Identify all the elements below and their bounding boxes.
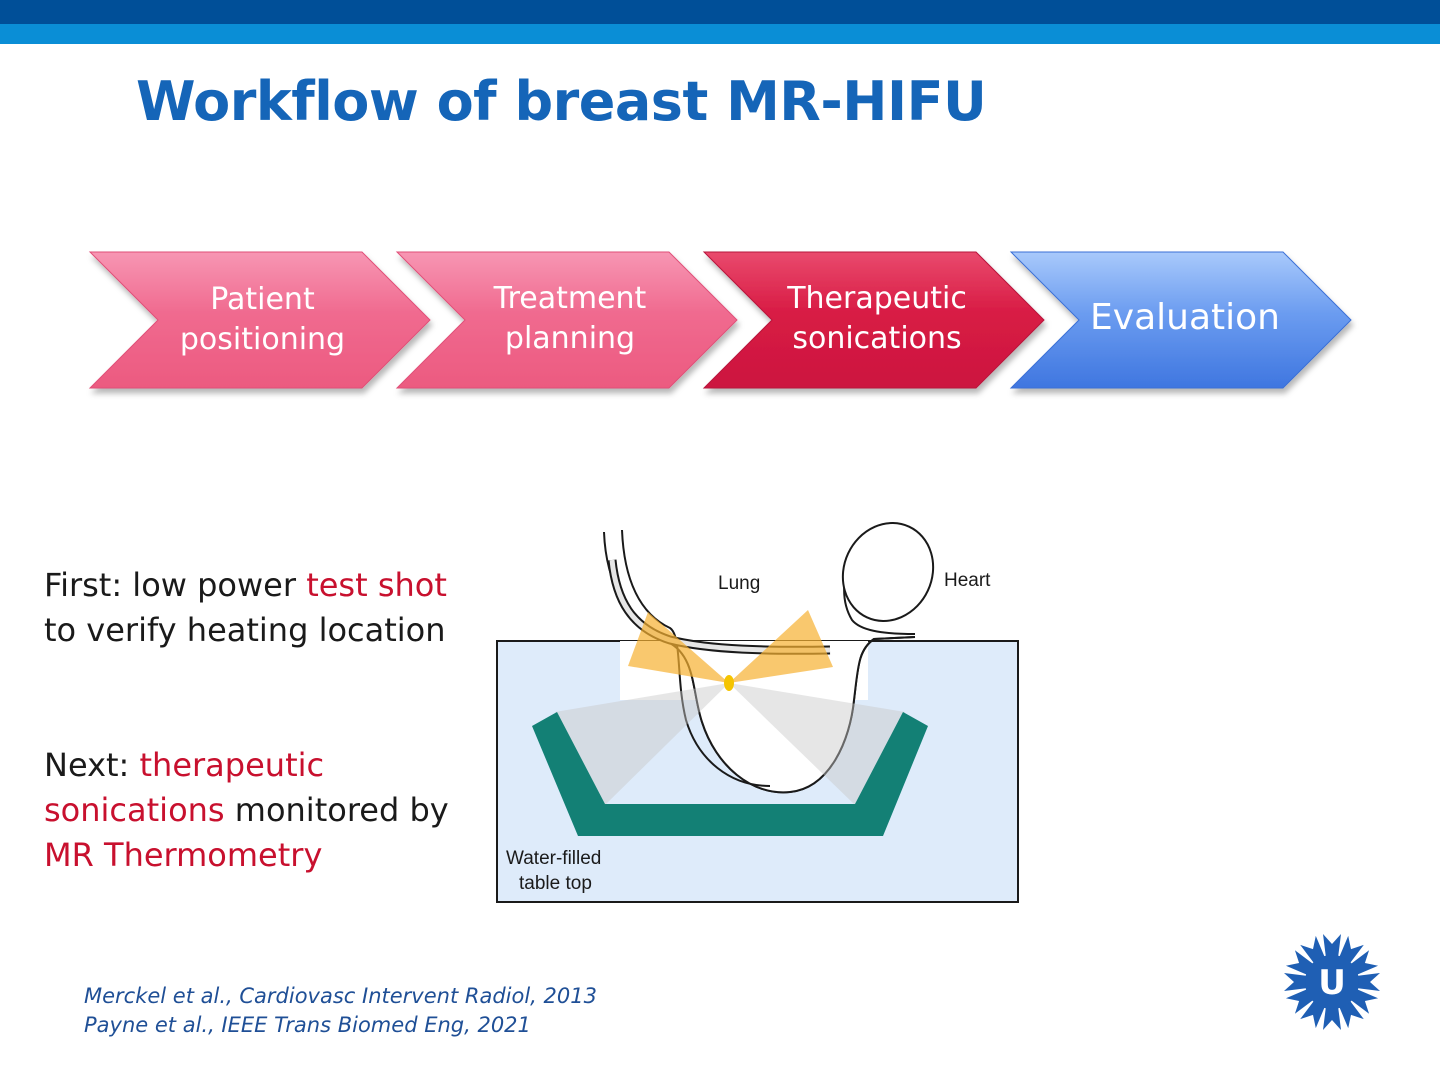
top-bar-dark xyxy=(0,0,1440,24)
heart-shape xyxy=(841,522,935,622)
beam-lower-gray xyxy=(555,683,729,805)
workflow-chevrons xyxy=(88,251,1352,389)
chevron-treatment-planning xyxy=(395,251,738,389)
chevron-evaluation xyxy=(1009,251,1352,389)
transducer xyxy=(532,712,928,836)
reference-2: Payne et al., IEEE Trans Biomed Eng, 202… xyxy=(84,1013,531,1037)
label-table-top: table top xyxy=(519,873,592,894)
focus-point xyxy=(724,675,734,691)
label-heart: Heart xyxy=(944,570,991,591)
logo-letter: U xyxy=(1318,963,1346,1003)
breast-outer-contour xyxy=(667,636,916,794)
chevron-patient-positioning xyxy=(88,251,431,389)
beam-upper-left xyxy=(628,612,729,683)
slide-title: Workflow of breast MR-HIFU xyxy=(136,70,987,133)
top-bar-light xyxy=(0,24,1440,44)
hifu-diagram-svg: Lung Heart Water-filled table top xyxy=(496,522,1019,903)
paragraph-test-shot: First: low power test shot to verify hea… xyxy=(44,566,447,649)
reference-1: Merckel et al., Cardiovasc Intervent Rad… xyxy=(84,984,597,1008)
label-water-filled: Water-filled xyxy=(506,848,601,869)
university-logo: U xyxy=(1280,930,1384,1034)
chevron-therapeutic-sonications xyxy=(702,251,1045,389)
beam-upper-right xyxy=(729,610,833,683)
references: Merckel et al., Cardiovasc Intervent Rad… xyxy=(84,982,597,1040)
beam-lower-gray-right xyxy=(729,683,905,805)
paragraph-therapeutic: Next: therapeutic sonications monitored … xyxy=(44,746,449,874)
hifu-diagram: Lung Heart Water-filled table top xyxy=(490,515,1030,910)
university-logo-svg: U xyxy=(1284,934,1380,1030)
label-lung: Lung xyxy=(718,573,760,594)
